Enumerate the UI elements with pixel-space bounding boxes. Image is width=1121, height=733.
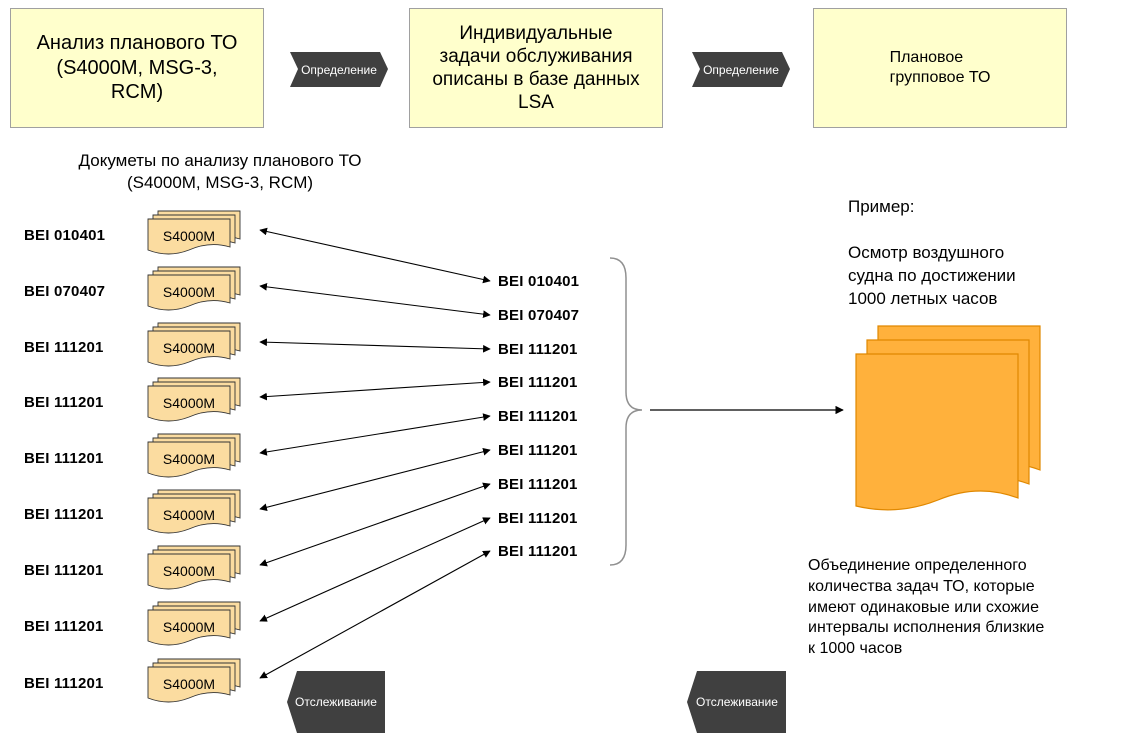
- left-bei-code: BEI 111201: [24, 506, 104, 523]
- doc-label: S4000M: [163, 676, 215, 692]
- doc-stack: [147, 601, 241, 646]
- group-box-text: Плановое групповое ТО: [889, 49, 991, 86]
- doc-stack: [147, 322, 241, 367]
- group-box: Плановое групповое ТО: [813, 8, 1067, 128]
- left-bei-code: BEI 111201: [24, 562, 104, 579]
- right-bei-code: BEI 111201: [498, 510, 578, 527]
- summary-text: Объединение определенного количества зад…: [808, 557, 1045, 658]
- group-brace: [609, 257, 643, 566]
- tasks-box-text: Индивидуальные задачи обслуживания описа…: [432, 22, 640, 114]
- left-bei-code: BEI 111201: [24, 675, 104, 692]
- definition-arrow-1: Определение: [290, 52, 388, 87]
- doc-stack: [147, 377, 241, 422]
- doc-label: S4000M: [163, 563, 215, 579]
- definition-arrow-2: Определение: [692, 52, 790, 87]
- left-bei-code: BEI 070407: [24, 283, 106, 300]
- tracking-arrow-1-label: Отслеживание: [295, 695, 377, 709]
- right-bei-code: BEI 111201: [498, 408, 578, 425]
- trace-link: [259, 338, 491, 353]
- left-bei-code: BEI 010401: [24, 227, 106, 244]
- right-bei-code: BEI 111201: [498, 442, 578, 459]
- tracking-arrow-2-label: Отслеживание: [696, 695, 778, 709]
- doc-stack: [147, 266, 241, 311]
- tasks-box: Индивидуальные задачи обслуживания описа…: [409, 8, 663, 128]
- definition-arrow-1-label: Определение: [301, 63, 377, 77]
- example-title: Пример:: [848, 197, 915, 216]
- doc-label: S4000M: [163, 395, 215, 411]
- doc-stack: [147, 658, 241, 703]
- grouped-doc-stack: [855, 325, 1041, 511]
- doc-label: S4000M: [163, 507, 215, 523]
- doc-stack: [147, 545, 241, 590]
- analysis-box-text: Анализ планового ТО (S4000M, MSG-3, RCM): [36, 32, 238, 104]
- doc-stack: [147, 210, 241, 255]
- definition-arrow-2-label: Определение: [703, 63, 779, 77]
- doc-label: S4000M: [163, 284, 215, 300]
- trace-link: [259, 227, 491, 284]
- analysis-box: Анализ планового ТО (S4000M, MSG-3, RCM): [10, 8, 264, 128]
- tracking-arrow-1: Отслеживание: [287, 671, 385, 733]
- left-bei-code: BEI 111201: [24, 339, 104, 356]
- doc-label: S4000M: [163, 619, 215, 635]
- trace-link: [259, 378, 491, 401]
- right-bei-code: BEI 111201: [498, 374, 578, 391]
- doc-stack: [147, 433, 241, 478]
- doc-label: S4000M: [163, 228, 215, 244]
- example-text: Осмотр воздушного судна по достижении 10…: [848, 243, 1016, 308]
- trace-link: [259, 283, 491, 318]
- right-bei-code: BEI 070407: [498, 307, 580, 324]
- doc-label: S4000M: [163, 340, 215, 356]
- left-bei-code: BEI 111201: [24, 394, 104, 411]
- right-bei-code: BEI 111201: [498, 543, 578, 560]
- left-bei-code: BEI 111201: [24, 450, 104, 467]
- doc-stack: [147, 489, 241, 534]
- doc-label: S4000M: [163, 451, 215, 467]
- trace-link: [259, 482, 491, 567]
- docs-heading: Докуметы по анализу планового ТО (S4000M…: [78, 151, 362, 193]
- right-bei-code: BEI 111201: [498, 476, 578, 493]
- right-bei-code: BEI 010401: [498, 273, 580, 290]
- trace-link: [259, 447, 491, 512]
- right-bei-code: BEI 111201: [498, 341, 578, 358]
- trace-link: [259, 550, 491, 679]
- tracking-arrow-2: Отслеживание: [687, 671, 786, 733]
- trace-link: [259, 413, 491, 456]
- left-bei-code: BEI 111201: [24, 618, 104, 635]
